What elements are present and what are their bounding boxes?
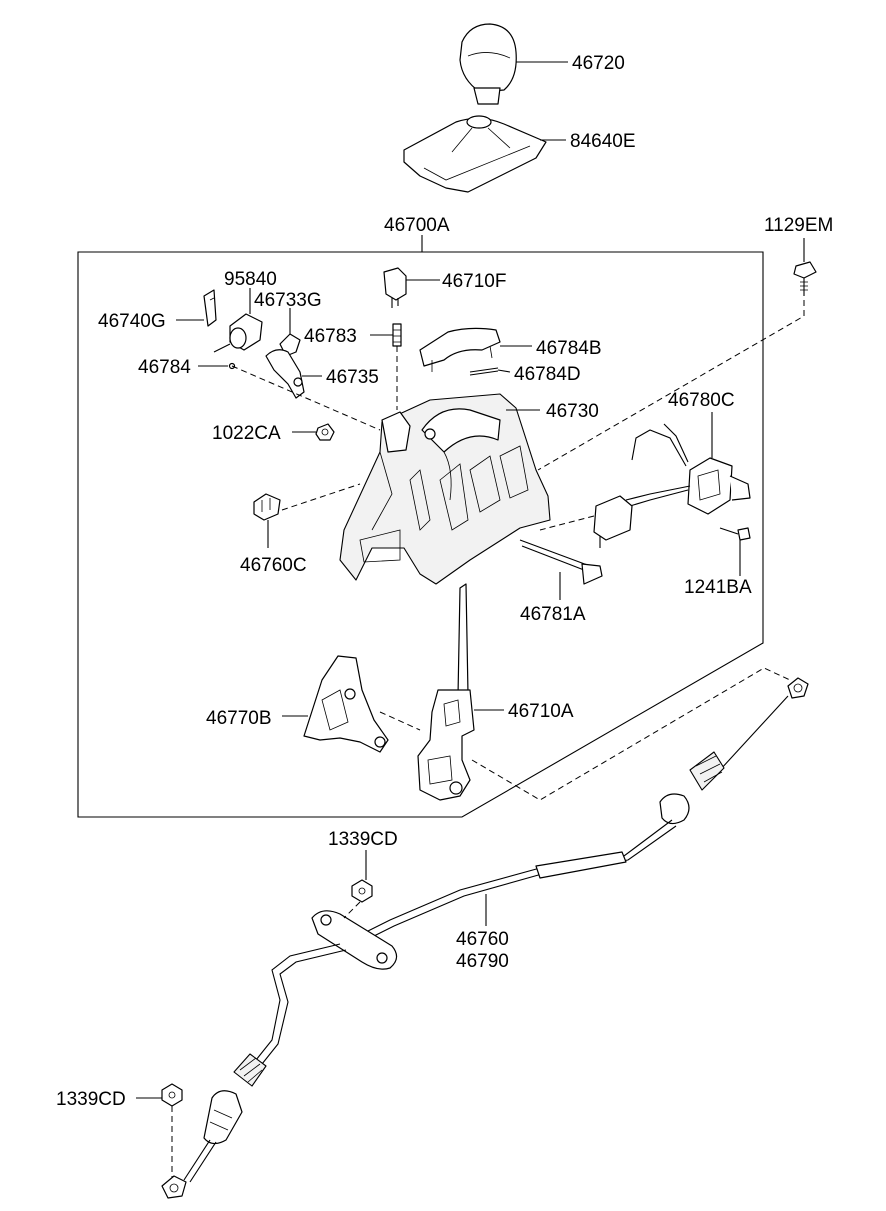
dash-46770B (379, 711, 421, 731)
label-46760C: 46760C (240, 555, 307, 576)
label-46790: 46790 (456, 951, 509, 972)
label-46760: 46760 (456, 929, 509, 950)
dash-46784 (231, 365, 381, 431)
dash-1339CD-upper (343, 901, 361, 919)
label-46733G: 46733G (254, 290, 322, 311)
label-46781A: 46781A (520, 604, 586, 625)
dash-46760C (281, 483, 361, 511)
label-84640E: 84640E (570, 131, 636, 152)
label-46730: 46730 (546, 401, 599, 422)
label-46784B: 46784B (536, 338, 602, 359)
spring-46784D-part (469, 367, 499, 376)
dash-1129EM (537, 300, 805, 471)
label-46735: 46735 (326, 367, 379, 388)
boot-cover-part (403, 115, 547, 193)
label-46770B: 46770B (206, 708, 272, 729)
label-1241BA: 1241BA (684, 577, 752, 598)
assembly-frame (77, 251, 764, 818)
label-46784D: 46784D (514, 364, 581, 385)
label-46710F: 46710F (442, 271, 506, 292)
label-1339CD-lower: 1339CD (56, 1089, 126, 1110)
label-46740G: 46740G (98, 311, 166, 332)
nut-1022CA-part (315, 423, 335, 441)
label-46720: 46720 (572, 53, 625, 74)
module-46780C-part (593, 423, 751, 548)
label-1339CD-upper: 1339CD (328, 829, 398, 850)
bolt-1129EM-part (793, 261, 817, 296)
lever-46710A-part (417, 583, 475, 801)
label-95840: 95840 (224, 269, 277, 290)
pin-46783-part (392, 323, 402, 347)
shift-knob-part (459, 23, 517, 105)
nut-1339CD-upper-part (351, 879, 373, 903)
label-46780C: 46780C (668, 390, 735, 411)
housing-46730-part (339, 393, 551, 585)
switch-46710F-part (383, 267, 407, 308)
leader-46784D (497, 369, 511, 373)
lever-46735-part (265, 349, 305, 399)
cable-part (161, 667, 809, 1199)
sensor-46760C-part (253, 493, 281, 521)
solenoid-95840-part (213, 313, 263, 353)
label-1129EM: 1129EM (764, 215, 833, 236)
cover-46784B-part (419, 327, 501, 372)
rod-46781A-part (519, 539, 603, 585)
label-46710A: 46710A (508, 701, 574, 722)
label-46783: 46783 (304, 326, 357, 347)
label-1022CA: 1022CA (212, 423, 281, 444)
bracket-46770B-part (303, 655, 389, 753)
nut-1339CD-lower-part (161, 1083, 183, 1107)
screw-1241BA-part (719, 527, 751, 541)
clip-46740G-part (203, 289, 217, 327)
label-46700A: 46700A (384, 215, 450, 236)
label-46784: 46784 (138, 357, 191, 378)
